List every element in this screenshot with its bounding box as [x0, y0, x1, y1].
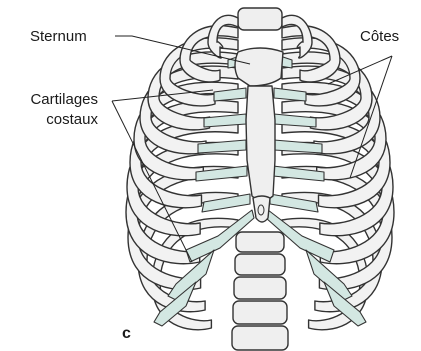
vertebra [238, 8, 282, 30]
vertebra [236, 232, 284, 252]
vertebra [235, 254, 285, 275]
label-cotes: Côtes [360, 28, 399, 45]
panel-letter: c [122, 325, 131, 342]
xiphoid-process [253, 196, 270, 222]
right-costal-cartilage-3 [274, 114, 316, 127]
vertebra [233, 301, 287, 324]
manubrium [235, 48, 283, 86]
vertebra [234, 277, 286, 299]
label-cartilages-line2: costaux [46, 111, 98, 128]
label-cartilages-line1: Cartilages [30, 91, 98, 108]
sternum-body [246, 86, 275, 204]
left-costal-cartilage-3 [204, 114, 246, 127]
label-sternum: Sternum [30, 28, 87, 45]
vertebra [232, 326, 288, 350]
